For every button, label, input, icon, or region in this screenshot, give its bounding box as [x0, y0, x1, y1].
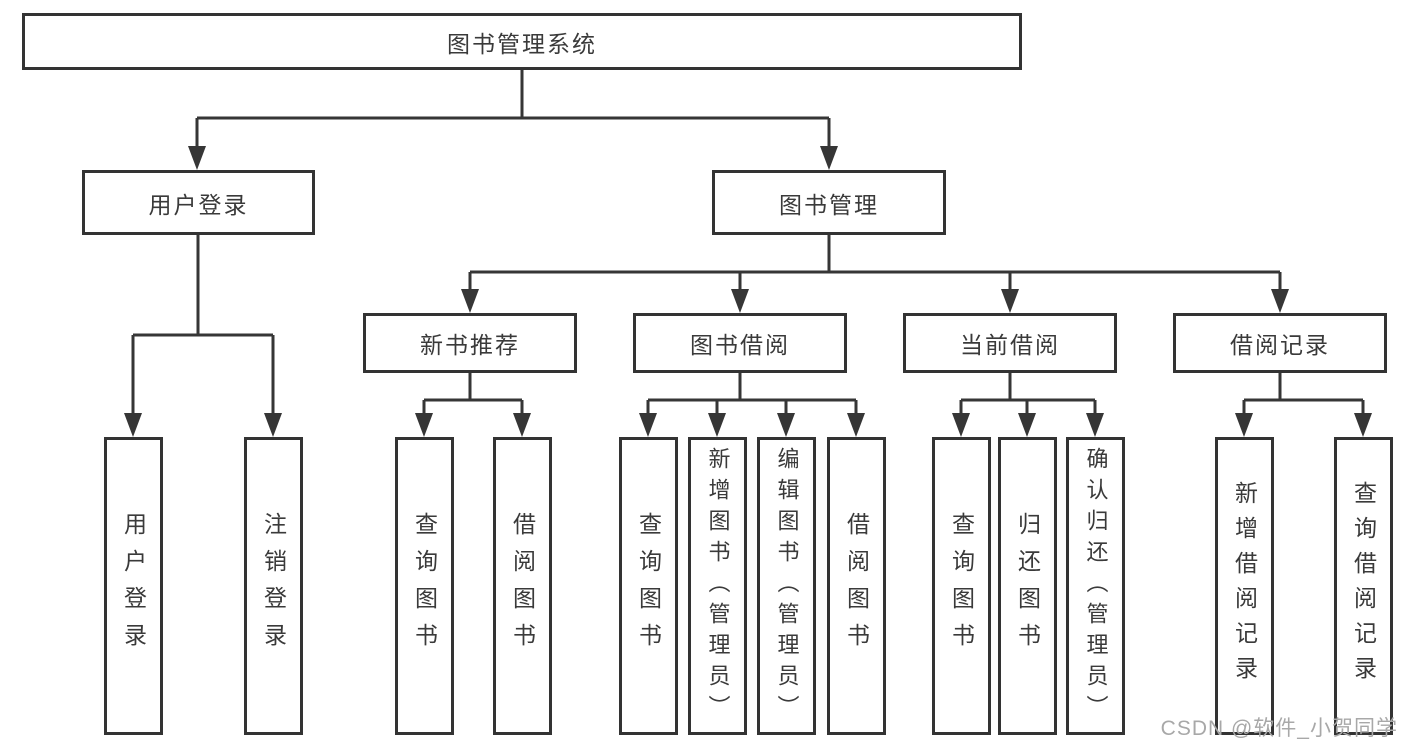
- node-borrow-books-recommend-label: 借阅图书: [509, 512, 536, 660]
- node-book-borrow: 图书借阅: [633, 313, 847, 373]
- node-logout: 注销登录: [244, 437, 303, 735]
- node-book-borrow-label: 图书借阅: [690, 332, 790, 358]
- node-borrow-books-leaf: 借阅图书: [827, 437, 886, 735]
- node-confirm-return-admin: 确认归还（管理员）: [1066, 437, 1125, 735]
- tree-edges: [131, 70, 1365, 416]
- node-current-borrow: 当前借阅: [903, 313, 1117, 373]
- node-edit-book-admin-label: 编辑图书（管理员）: [774, 446, 800, 726]
- node-edit-book-admin: 编辑图书（管理员）: [757, 437, 816, 735]
- node-current-borrow-label: 当前借阅: [960, 332, 1060, 358]
- node-query-books-borrow: 查询图书: [619, 437, 678, 735]
- node-borrow-records: 借阅记录: [1173, 313, 1387, 373]
- node-root: 图书管理系统: [22, 13, 1022, 70]
- node-borrow-records-label: 借阅记录: [1230, 332, 1330, 358]
- node-add-borrow-record: 新增借阅记录: [1215, 437, 1274, 735]
- node-query-books-current-label: 查询图书: [948, 512, 975, 660]
- node-query-books-recommend-label: 查询图书: [411, 512, 438, 660]
- arrowheads: [124, 146, 1372, 437]
- node-user-login-leaf-label: 用户登录: [120, 512, 147, 660]
- node-query-books-recommend: 查询图书: [395, 437, 454, 735]
- node-new-book-recommend-label: 新书推荐: [420, 332, 520, 358]
- node-logout-label: 注销登录: [260, 512, 287, 660]
- node-root-label: 图书管理系统: [447, 30, 597, 57]
- node-borrow-books-leaf-label: 借阅图书: [843, 512, 870, 660]
- node-query-borrow-record-label: 查询借阅记录: [1350, 481, 1377, 691]
- node-book-management: 图书管理: [712, 170, 946, 235]
- node-user-login: 用户登录: [82, 170, 315, 235]
- node-confirm-return-admin-label: 确认归还（管理员）: [1083, 446, 1109, 726]
- node-return-book-label: 归还图书: [1014, 512, 1041, 660]
- node-query-books-current: 查询图书: [932, 437, 991, 735]
- node-borrow-books-recommend: 借阅图书: [493, 437, 552, 735]
- csdn-watermark: CSDN @软件_小贺同学: [1160, 717, 1398, 740]
- node-add-borrow-record-label: 新增借阅记录: [1231, 481, 1258, 691]
- node-return-book: 归还图书: [998, 437, 1057, 735]
- node-user-login-leaf: 用户登录: [104, 437, 163, 735]
- node-user-login-label: 用户登录: [148, 191, 249, 218]
- node-book-management-label: 图书管理: [779, 191, 879, 218]
- node-query-borrow-record: 查询借阅记录: [1334, 437, 1393, 735]
- node-query-books-borrow-label: 查询图书: [635, 512, 662, 660]
- node-add-book-admin-label: 新增图书（管理员）: [705, 446, 731, 726]
- node-add-book-admin: 新增图书（管理员）: [688, 437, 747, 735]
- node-new-book-recommend: 新书推荐: [363, 313, 577, 373]
